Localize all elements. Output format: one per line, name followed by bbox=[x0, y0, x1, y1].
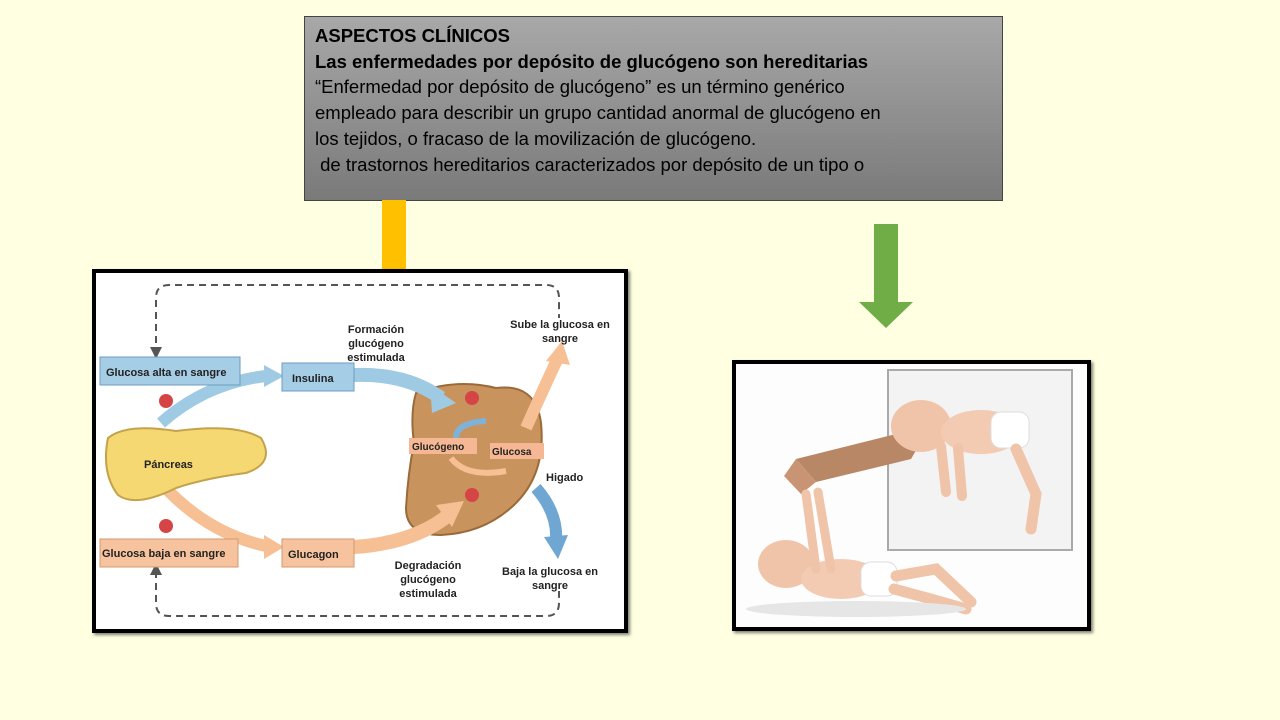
textbox-heading: ASPECTOS CLÍNICOS bbox=[315, 25, 510, 46]
inset-photo-frame bbox=[887, 369, 1073, 551]
top-feedback-line bbox=[155, 284, 560, 355]
textbox-line-4: de trastornos hereditarios caracterizado… bbox=[315, 153, 865, 175]
glucogeno-label: Glucógeno bbox=[412, 442, 464, 453]
baja-line-1: Baja la glucosa en bbox=[502, 566, 598, 578]
green-down-arrow bbox=[859, 224, 913, 328]
formacion-line-3: estimulada bbox=[347, 352, 405, 364]
higado-label: Higado bbox=[546, 472, 584, 484]
textbox-line-2: empleado para describir un grupo cantida… bbox=[315, 102, 881, 124]
textbox-line-1: “Enfermedad por depósito de glucógeno” e… bbox=[315, 76, 845, 98]
bottom-feedback-line bbox=[155, 571, 560, 617]
liver-shape bbox=[404, 383, 543, 537]
formacion-line-2: glucógeno bbox=[348, 338, 404, 350]
glucagon-label: Glucagon bbox=[288, 549, 339, 561]
degradacion-line-3: estimulada bbox=[399, 588, 457, 600]
sube-line-2: sangre bbox=[542, 333, 578, 345]
textbox-line-3: los tejidos, o fracaso de la movilizació… bbox=[315, 127, 757, 149]
degradacion-line-1: Degradación bbox=[395, 560, 462, 572]
glucose-regulation-diagram: Glucosa alta en sangre Insulina Glucosa … bbox=[92, 269, 628, 633]
baja-line-2: sangre bbox=[532, 580, 568, 592]
glucosa-label: Glucosa bbox=[492, 447, 532, 458]
pancreas-label: Páncreas bbox=[144, 459, 193, 471]
sube-line-1: Sube la glucosa en bbox=[510, 319, 610, 331]
glucosa-baja-label: Glucosa baja en sangre bbox=[102, 548, 226, 560]
hypotonic-infant-photo bbox=[732, 360, 1091, 631]
glucosa-alta-label: Glucosa alta en sangre bbox=[106, 367, 226, 379]
pancreas-shape bbox=[105, 427, 267, 502]
insulina-label: Insulina bbox=[292, 373, 334, 385]
clinical-aspects-textbox: ASPECTOS CLÍNICOS Las enfermedades por d… bbox=[304, 16, 1003, 201]
formacion-line-1: Formación bbox=[348, 324, 405, 336]
degradacion-line-2: glucógeno bbox=[400, 574, 456, 586]
textbox-subheading: Las enfermedades por depósito de glucóge… bbox=[315, 50, 869, 72]
